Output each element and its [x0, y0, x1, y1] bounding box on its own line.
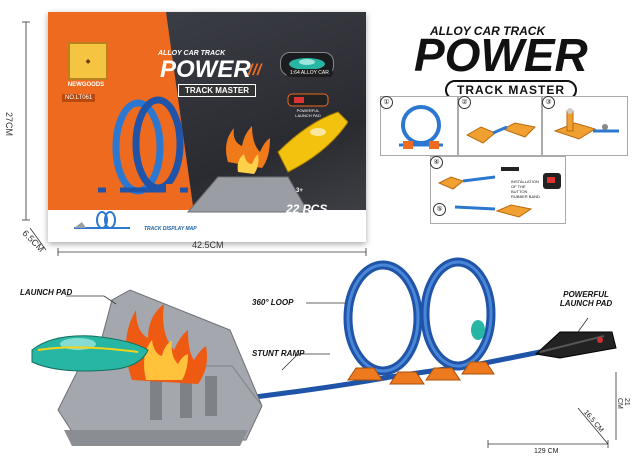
- set-depth-line: [577, 407, 609, 445]
- label-powerful-launch-pad: POWERFUL LAUNCH PAD: [559, 290, 613, 308]
- step-3-parts-image: [553, 108, 619, 140]
- leader-launch-pad-2: [103, 295, 117, 305]
- launcher-button: [597, 337, 603, 343]
- step-2-panel: ②: [458, 96, 542, 156]
- step-2-number: ②: [458, 96, 471, 109]
- box-bottom-strip: [48, 210, 366, 242]
- launch-car-stripe: [37, 346, 139, 353]
- launcher-body: [534, 331, 617, 359]
- box-car-label: 1:64 ALLOY CAR: [286, 69, 333, 77]
- step-1-panel: ①: [380, 96, 458, 156]
- step-4-note: INSTALLATION OF THE BUTTON RUBBER BAND: [511, 179, 540, 199]
- track-display-label: TRACK DISPLAY MAP: [144, 226, 197, 232]
- label-launch-pad: LAUNCH PAD: [20, 288, 73, 297]
- track-map-icon: [74, 211, 130, 229]
- brand-name: NEWGOODS: [67, 82, 105, 88]
- box-width-label: 42.5CM: [192, 240, 224, 250]
- box-illustration: [98, 96, 348, 213]
- box-launch-image: [287, 93, 329, 107]
- step-1-loop-image: [399, 105, 443, 149]
- support-2: [389, 371, 425, 385]
- step-1-number: ①: [380, 96, 393, 109]
- step-5-number: ⑤: [433, 203, 446, 216]
- box-stripes: ///: [248, 62, 262, 79]
- logo-title: POWER: [414, 29, 588, 81]
- flames-inner: [144, 340, 188, 380]
- loop-car: [471, 320, 485, 340]
- pieces-count: 22 PCS: [286, 202, 328, 216]
- box-launch-label: POWERFUL LAUNCH PAD: [295, 108, 321, 118]
- set-length-label: 129 CM: [534, 448, 559, 455]
- ramp-piston-1: [150, 380, 162, 420]
- set-height-label: 21 CM: [616, 398, 630, 409]
- box-title: POWER: [160, 56, 251, 83]
- box-track-label: TRACK MASTER: [178, 84, 256, 97]
- launcher-rail: [539, 335, 605, 353]
- box-car-icon: [289, 58, 325, 70]
- leader-stunt-ramp-2: [281, 353, 299, 371]
- step-4-5-panel: ④ INSTALLATION OF THE BUTTON RUBBER BAND…: [430, 156, 566, 224]
- step-3-panel: ③: [542, 96, 628, 156]
- label-stunt-ramp: STUNT RAMP: [252, 349, 305, 358]
- brand-logo-badge: ◆: [68, 42, 108, 80]
- loop-right-highlight: [423, 260, 493, 368]
- age-label: 3+: [296, 188, 303, 194]
- step-5-image: [454, 204, 533, 218]
- step-4-image: [437, 167, 561, 190]
- ramp-piston-2: [180, 378, 192, 418]
- leader-powerful: [577, 317, 589, 333]
- step-2-parts-image: [465, 122, 537, 144]
- step-4-number: ④: [430, 156, 443, 169]
- support-1: [347, 367, 383, 381]
- support-3: [425, 367, 461, 381]
- label-360-loop: 360° LOOP: [252, 298, 294, 307]
- ramp-base: [64, 430, 248, 446]
- loop-left-highlight: [346, 263, 420, 373]
- support-4: [461, 361, 495, 375]
- ramp-piston-3: [205, 376, 217, 416]
- model-number: NO.LT061: [62, 94, 96, 102]
- logo-subtitle: ALLOY CAR TRACK: [430, 24, 546, 38]
- product-box: ◆ NEWGOODS NO.LT061 ALLOY CAR TRACK POWE…: [48, 12, 366, 242]
- box-subtitle: ALLOY CAR TRACK: [158, 50, 226, 57]
- step-3-number: ③: [542, 96, 555, 109]
